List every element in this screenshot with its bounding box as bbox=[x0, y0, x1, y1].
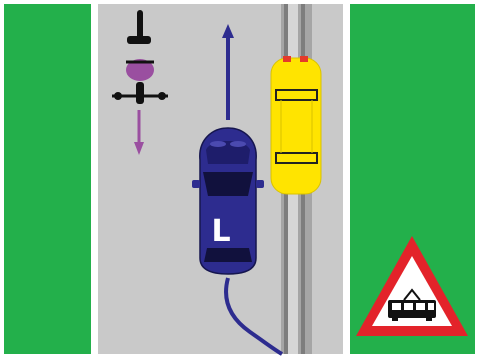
road-edge-right bbox=[343, 4, 350, 354]
tram-icon bbox=[271, 56, 321, 194]
learner-plate-letter: L bbox=[211, 214, 230, 249]
car-icon bbox=[192, 128, 264, 274]
left-grass bbox=[4, 4, 91, 354]
road-edge-left bbox=[91, 4, 98, 354]
